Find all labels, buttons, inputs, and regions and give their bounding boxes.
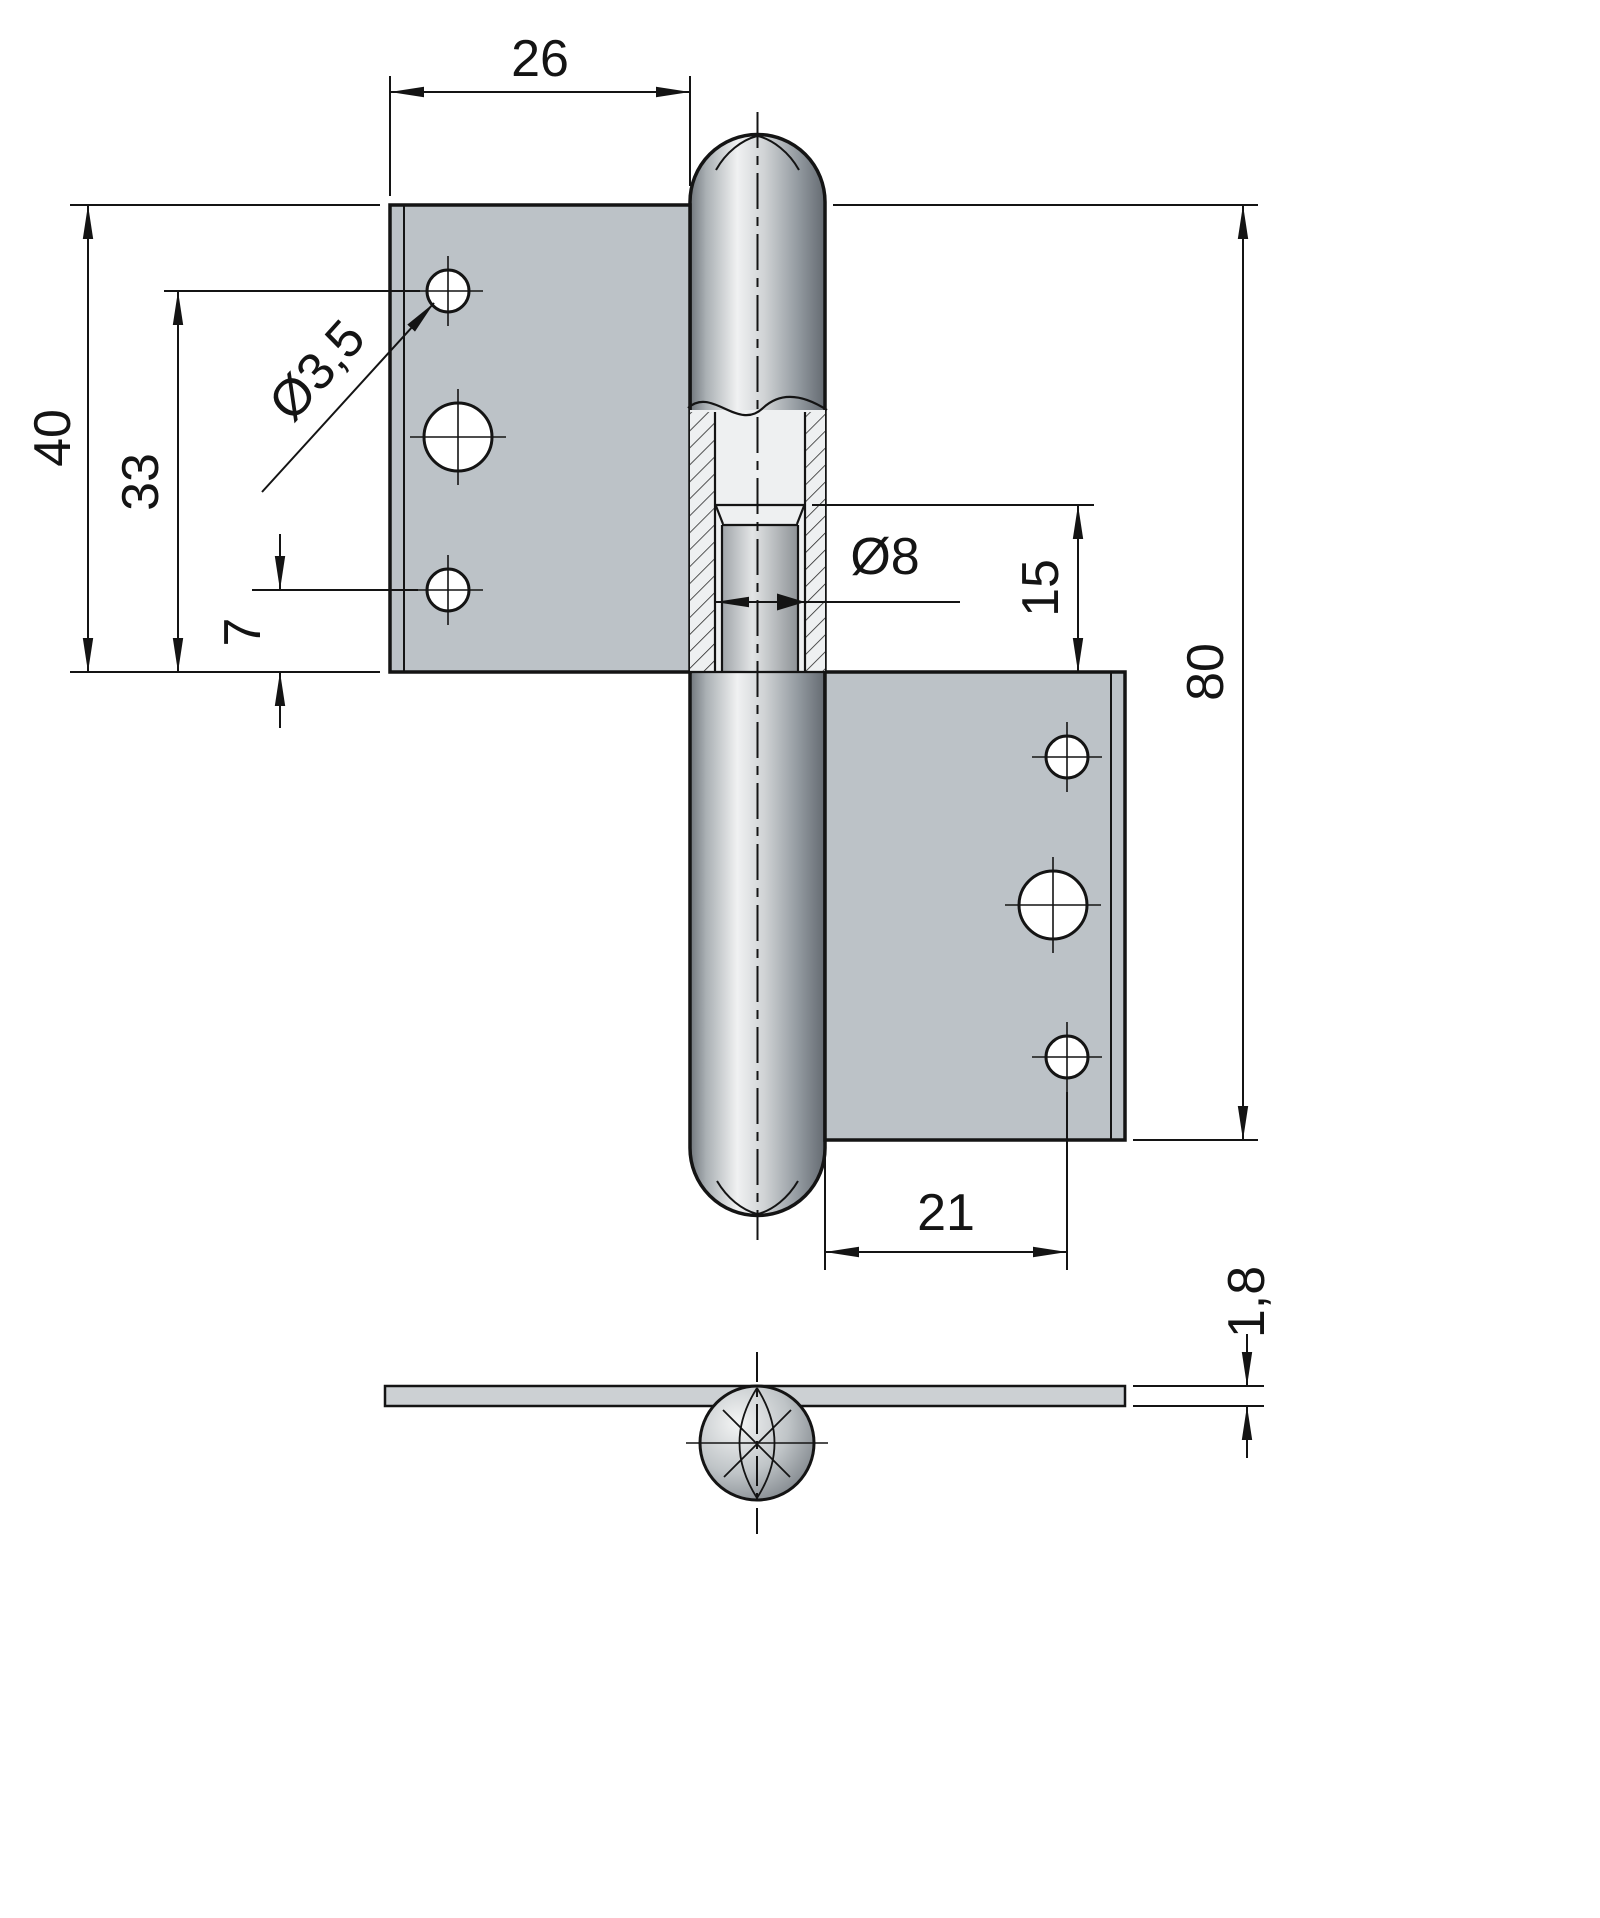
dimension-screw-hole-diameter [261, 302, 435, 493]
dim-label-21: 21 [917, 1184, 975, 1242]
barrel-crown-marks [715, 135, 800, 1215]
cutaway-section [687, 395, 828, 674]
dim-label-33: 33 [112, 453, 170, 511]
dim-label-15: 15 [1012, 559, 1070, 617]
dimension-hole-group-height [164, 290, 420, 672]
break-line [687, 395, 828, 417]
bottom-view [383, 1352, 1127, 1534]
dimension-hole-offset-bottom-leaf [824, 1092, 1068, 1270]
dimension-pin-seat-depth [812, 504, 1094, 672]
hatch-left-wall [690, 412, 715, 672]
main-view [388, 112, 1127, 1240]
dim-label-dia-8: Ø8 [850, 528, 919, 586]
dimension-top-plate-width [389, 76, 691, 196]
dimension-pin-diameter [715, 593, 960, 611]
dimension-leaf-thickness [1133, 1334, 1264, 1458]
dim-label-dia-3-5: Ø3,5 [258, 309, 377, 432]
screw-holes-top-leaf [410, 256, 506, 625]
dim-label-80: 80 [1177, 643, 1235, 701]
dimension-bottom-hole-offset [252, 534, 418, 728]
dimension-overall-height [833, 204, 1258, 1141]
dimension-top-plate-height [70, 204, 380, 673]
dimensions [70, 76, 1264, 1458]
dim-label-26: 26 [511, 30, 569, 88]
dim-label-1-8: 1,8 [1218, 1266, 1276, 1338]
screw-holes-bottom-leaf [1005, 722, 1102, 1092]
hatch-right-wall [805, 412, 825, 672]
dim-label-40: 40 [24, 409, 82, 467]
dim-label-7: 7 [214, 618, 272, 647]
